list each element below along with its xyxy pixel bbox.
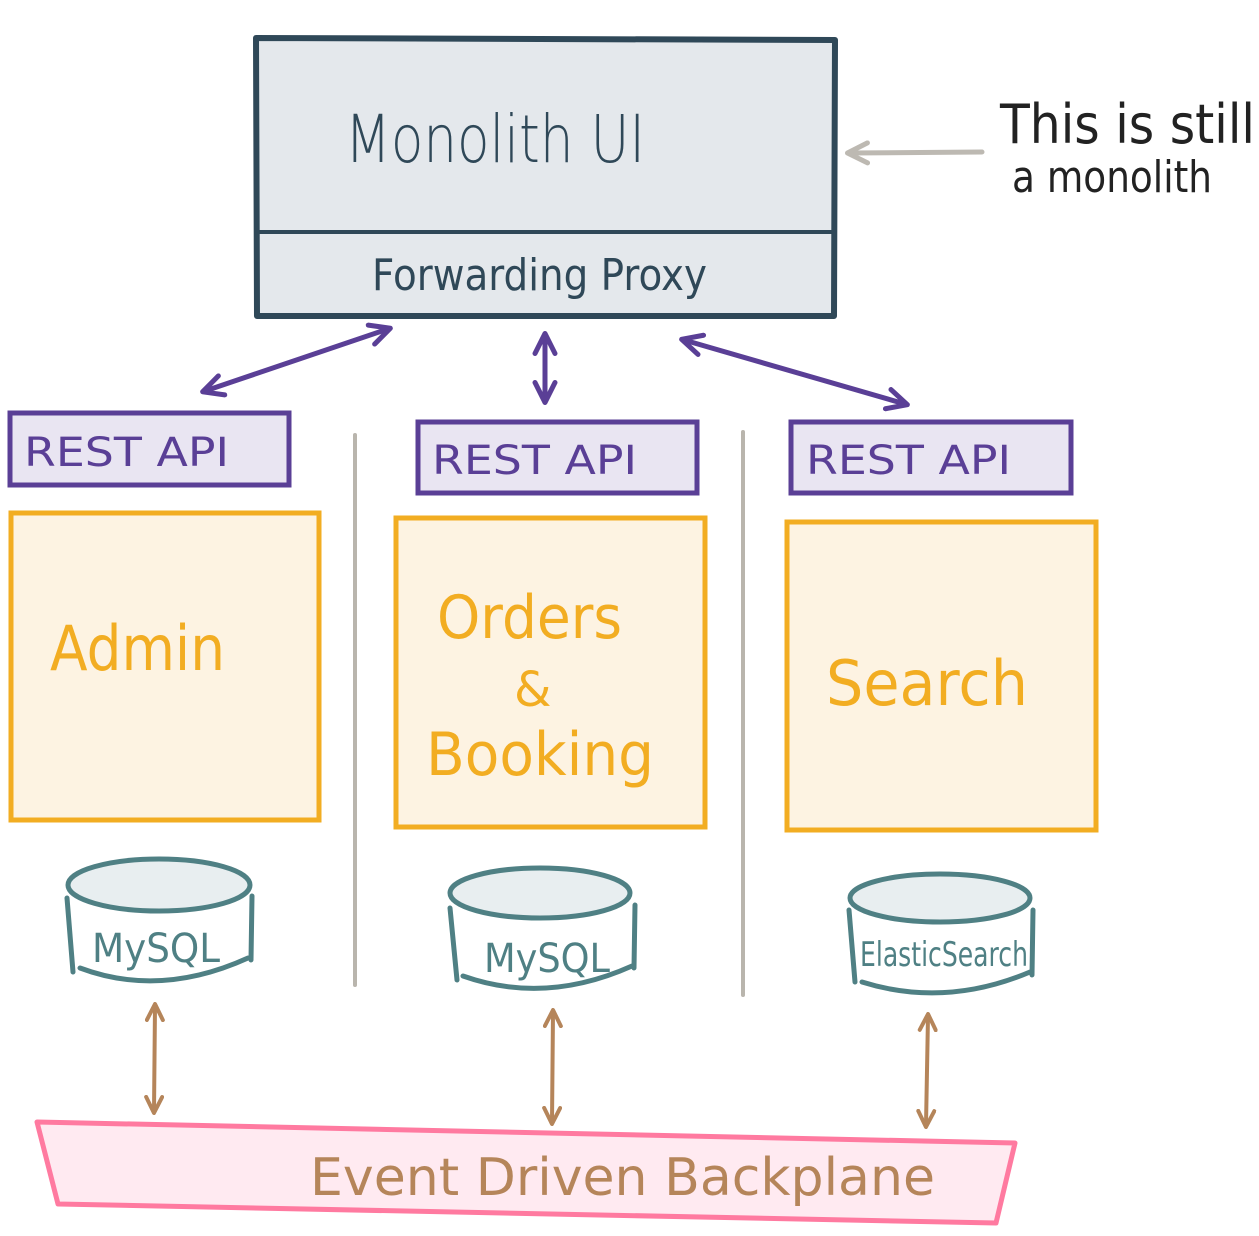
proxy-admin-arrow-icon bbox=[200, 322, 393, 398]
rest-api-label: REST API bbox=[806, 438, 1011, 484]
annotation-arrow-icon bbox=[845, 140, 985, 166]
rest-api-box bbox=[7, 410, 292, 488]
forwarding-proxy-label: Forwarding Proxy bbox=[372, 250, 707, 301]
backplane-label: Event Driven Backplane bbox=[310, 1148, 935, 1208]
database-mysql-orders: MySQL bbox=[447, 865, 638, 991]
database-top bbox=[847, 871, 1033, 925]
proxy-search-arrow-icon bbox=[679, 332, 910, 412]
database-top bbox=[65, 856, 253, 914]
service-name-line-2: & bbox=[514, 662, 551, 718]
annotation-line-1: This is still bbox=[999, 93, 1255, 156]
service-search: REST API Search bbox=[784, 419, 1099, 833]
annotation: This is still a monolith bbox=[845, 93, 1255, 203]
monolith-box: Monolith UI Forwarding Proxy bbox=[253, 35, 838, 319]
backplane-box bbox=[34, 1119, 1018, 1226]
database-elasticsearch: ElasticSearch bbox=[846, 871, 1036, 996]
service-admin: REST API Admin bbox=[7, 410, 322, 823]
service-box bbox=[8, 510, 322, 823]
database-top bbox=[447, 865, 633, 921]
database-icon bbox=[64, 893, 255, 984]
event-backplane: Event Driven Backplane bbox=[34, 1119, 1018, 1226]
orders-event-arrow-icon bbox=[542, 1008, 563, 1126]
service-orders-booking: REST API Orders & Booking bbox=[393, 419, 708, 830]
service-name: Admin bbox=[50, 612, 225, 685]
database-mysql-admin: MySQL bbox=[64, 856, 255, 984]
service-box bbox=[784, 519, 1099, 833]
service-name-line-1: Orders bbox=[437, 583, 622, 653]
database-icon bbox=[447, 902, 638, 991]
admin-event-arrow-icon bbox=[144, 1002, 165, 1115]
rest-api-box bbox=[415, 419, 700, 496]
database-label: MySQL bbox=[484, 936, 611, 982]
rest-api-label: REST API bbox=[24, 430, 229, 476]
service-box bbox=[393, 515, 708, 830]
monolith-title: Monolith UI bbox=[345, 101, 645, 178]
rest-api-label: REST API bbox=[432, 438, 637, 484]
database-label: ElasticSearch bbox=[860, 935, 1028, 975]
database-label: MySQL bbox=[92, 926, 221, 972]
annotation-line-2: a monolith bbox=[1012, 152, 1212, 203]
monolith-frame bbox=[253, 35, 838, 319]
database-icon bbox=[846, 907, 1036, 996]
search-event-arrow-icon bbox=[916, 1012, 938, 1129]
rest-api-box bbox=[788, 419, 1074, 496]
service-name-line-3: Booking bbox=[426, 720, 654, 790]
service-name: Search bbox=[826, 647, 1028, 720]
